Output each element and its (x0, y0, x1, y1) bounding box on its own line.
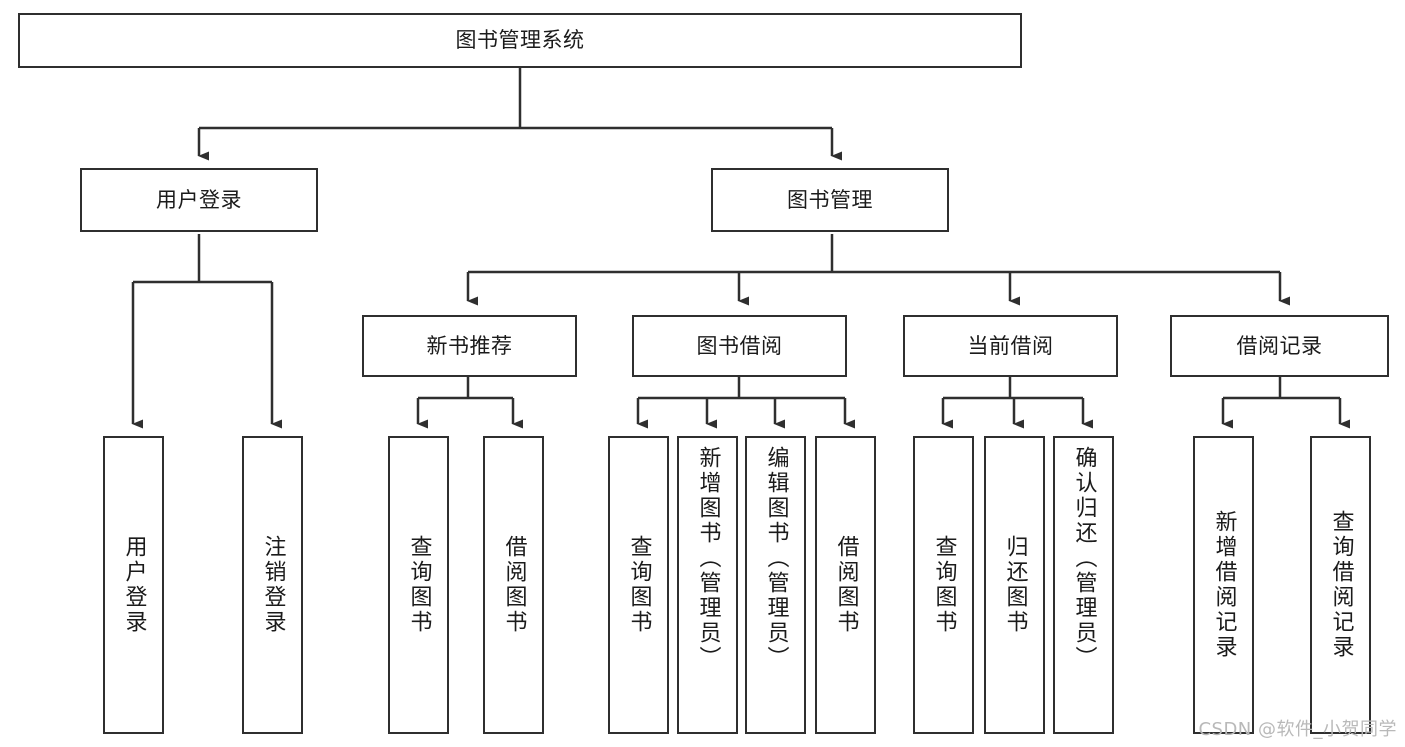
leaf-current-borrow-query-label: 查询图书 (931, 535, 957, 635)
watermark: CSDN @软件_小贺同学 (1198, 719, 1397, 740)
node-book-manage[interactable]: 图书管理 (711, 168, 949, 232)
leaf-new-book-borrow-label: 借阅图书 (501, 535, 527, 635)
leaf-new-book-borrow[interactable]: 借阅图书 (483, 436, 544, 734)
node-book-borrow[interactable]: 图书借阅 (632, 315, 847, 377)
node-new-book-recommend-label: 新书推荐 (426, 333, 513, 358)
leaf-book-borrow-query[interactable]: 查询图书 (608, 436, 669, 734)
leaf-new-book-query[interactable]: 查询图书 (388, 436, 449, 734)
node-user-login[interactable]: 用户登录 (80, 168, 318, 232)
leaf-new-book-query-label: 查询图书 (406, 535, 432, 635)
leaf-current-borrow-query[interactable]: 查询图书 (913, 436, 974, 734)
leaf-current-borrow-confirm-label: 确认归还（管理员） (1071, 446, 1097, 671)
leaf-book-borrow-borrow[interactable]: 借阅图书 (815, 436, 876, 734)
leaf-current-borrow-return-label: 归还图书 (1002, 535, 1028, 635)
leaf-user-login-login-label: 用户登录 (121, 535, 147, 635)
leaf-user-login-logout[interactable]: 注销登录 (242, 436, 303, 734)
leaf-book-borrow-add-label: 新增图书（管理员） (695, 446, 721, 671)
leaf-current-borrow-confirm[interactable]: 确认归还（管理员） (1053, 436, 1114, 734)
node-current-borrow-label: 当前借阅 (967, 333, 1054, 358)
leaf-borrow-record-add[interactable]: 新增借阅记录 (1193, 436, 1254, 734)
leaf-user-login-login[interactable]: 用户登录 (103, 436, 164, 734)
leaf-book-borrow-query-label: 查询图书 (626, 535, 652, 635)
node-borrow-record-label: 借阅记录 (1236, 333, 1323, 358)
leaf-book-borrow-add[interactable]: 新增图书（管理员） (677, 436, 738, 734)
node-borrow-record[interactable]: 借阅记录 (1170, 315, 1389, 377)
node-current-borrow[interactable]: 当前借阅 (903, 315, 1118, 377)
leaf-borrow-record-add-label: 新增借阅记录 (1211, 510, 1237, 660)
leaf-book-borrow-borrow-label: 借阅图书 (833, 535, 859, 635)
node-new-book-recommend[interactable]: 新书推荐 (362, 315, 577, 377)
node-root[interactable]: 图书管理系统 (18, 13, 1022, 68)
node-user-login-label: 用户登录 (156, 187, 242, 212)
node-book-manage-label: 图书管理 (787, 187, 873, 212)
leaf-borrow-record-query-label: 查询借阅记录 (1328, 510, 1354, 660)
leaf-book-borrow-edit-label: 编辑图书（管理员） (763, 446, 789, 671)
leaf-book-borrow-edit[interactable]: 编辑图书（管理员） (745, 436, 806, 734)
leaf-user-login-logout-label: 注销登录 (260, 535, 286, 635)
node-book-borrow-label: 图书借阅 (696, 333, 783, 358)
leaf-current-borrow-return[interactable]: 归还图书 (984, 436, 1045, 734)
node-root-label: 图书管理系统 (455, 28, 585, 53)
leaf-borrow-record-query[interactable]: 查询借阅记录 (1310, 436, 1371, 734)
